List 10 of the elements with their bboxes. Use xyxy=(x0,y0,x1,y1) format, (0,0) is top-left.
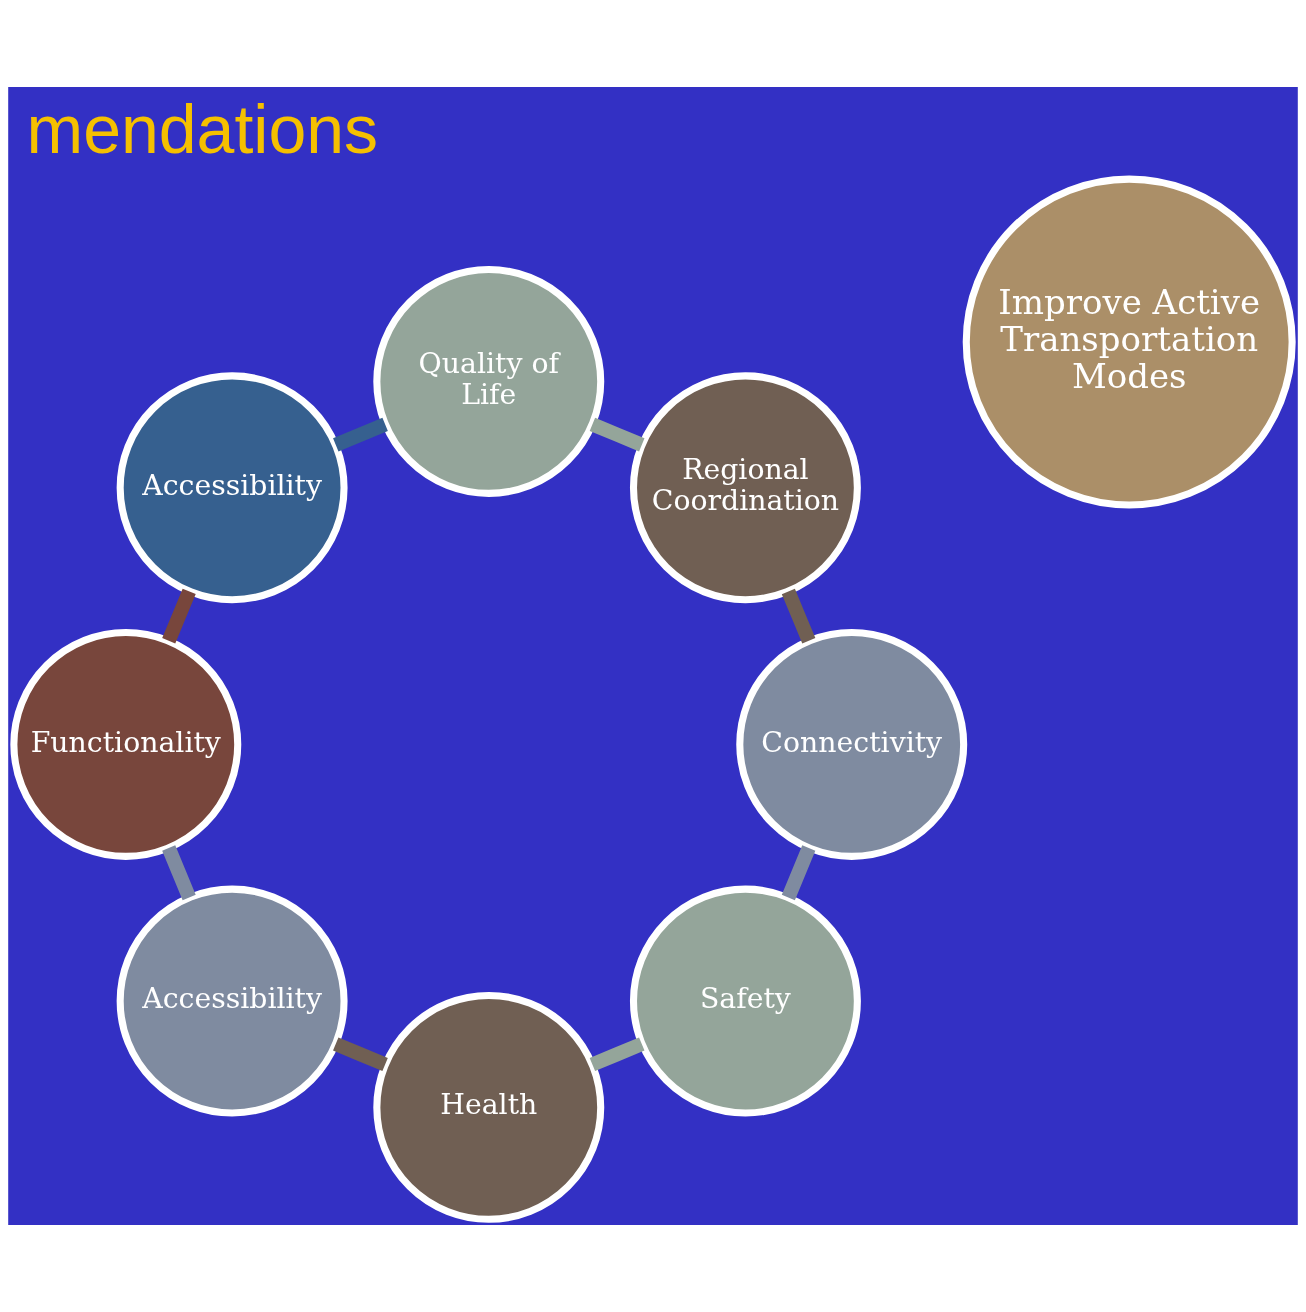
node-circle: Regional Coordination xyxy=(629,372,861,604)
node-circle: Health xyxy=(373,991,605,1223)
node-circle: Safety xyxy=(629,885,861,1117)
node-circle: Functionality xyxy=(10,628,242,860)
node-circle: Connectivity xyxy=(736,628,968,860)
node-circle: Accessibility xyxy=(116,885,348,1117)
node-circle: Accessibility xyxy=(116,372,348,604)
node-circle: Improve Active Transportation Modes xyxy=(962,175,1296,509)
diagram-title: mendations xyxy=(26,90,379,167)
node-circle: Quality of Life xyxy=(373,266,605,497)
